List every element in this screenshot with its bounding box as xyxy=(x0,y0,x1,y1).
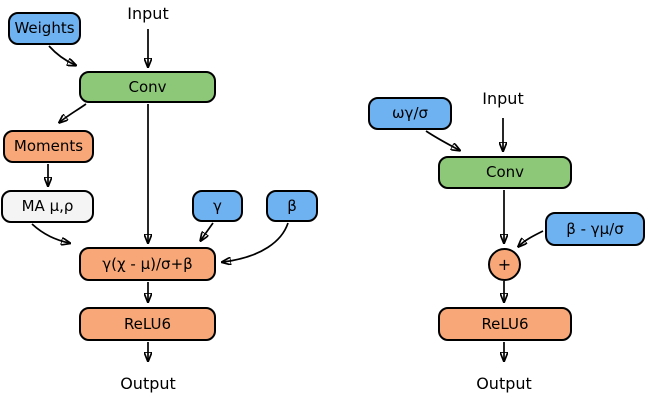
edge-foldedweights-conv xyxy=(425,130,459,150)
edge-foldedbias-add xyxy=(519,230,544,246)
node-weights: Weights xyxy=(8,12,81,45)
output-label-right: Output xyxy=(476,374,532,393)
node-conv-left: Conv xyxy=(79,71,216,103)
input-label-left: Input xyxy=(127,4,169,23)
node-beta: β xyxy=(266,190,318,222)
output-label-left: Output xyxy=(120,374,176,393)
node-batchnorm-formula: γ(χ - μ)/σ+β xyxy=(79,247,216,281)
node-folded-weights: ωγ/σ xyxy=(368,97,452,130)
edge-gamma-batchnorm xyxy=(201,222,214,240)
node-folded-bias: β - γμ/σ xyxy=(545,212,645,246)
input-label-right: Input xyxy=(482,89,524,108)
node-relu-left: ReLU6 xyxy=(79,307,216,341)
edge-conv-moments xyxy=(60,103,87,122)
node-add: + xyxy=(488,248,521,281)
edge-weights-conv xyxy=(48,45,75,65)
edge-ma-batchnorm xyxy=(31,223,69,243)
node-moments: Moments xyxy=(3,130,94,163)
node-conv-right: Conv xyxy=(438,156,572,189)
node-moving-average: MA μ,ρ xyxy=(1,190,94,223)
node-relu-right: ReLU6 xyxy=(438,307,572,341)
edge-beta-batchnorm xyxy=(223,222,289,262)
node-gamma: γ xyxy=(192,190,243,222)
